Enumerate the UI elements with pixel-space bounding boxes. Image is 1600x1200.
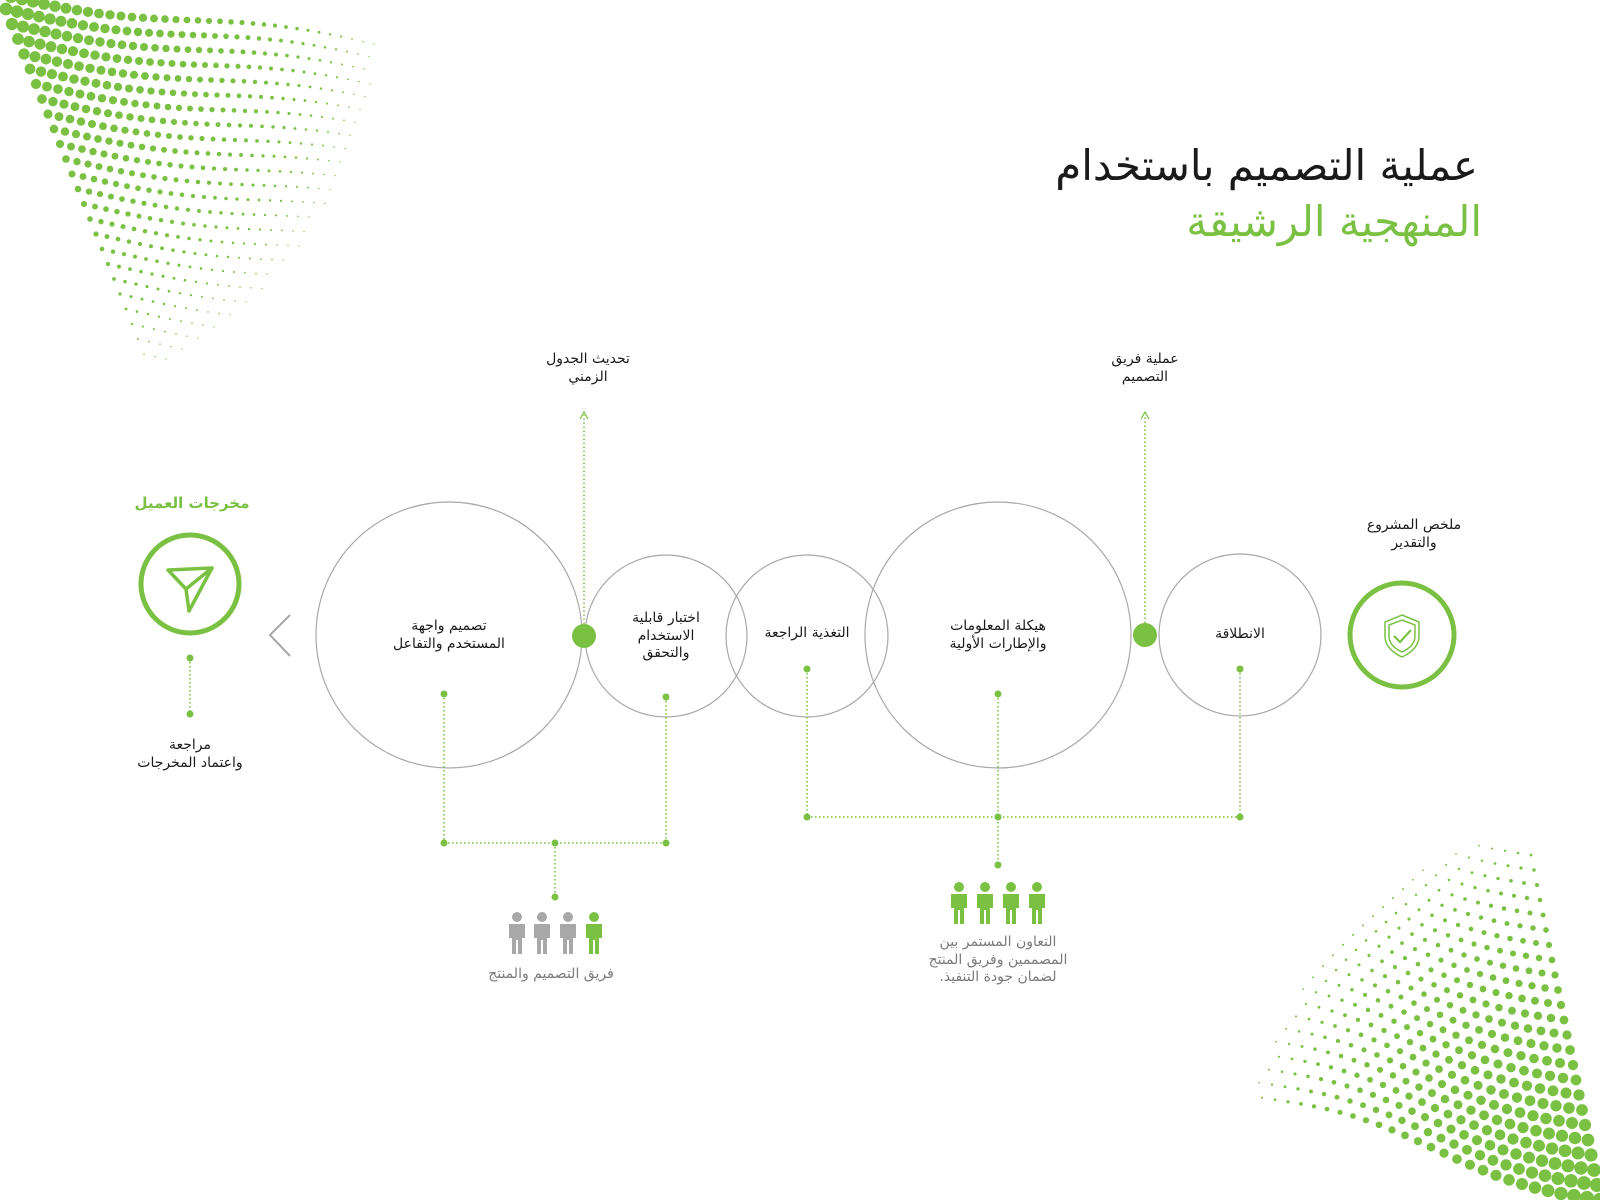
connector-lines <box>189 658 1241 897</box>
stage-label-usability: اختبار قابلية الاستخدام والتحقق <box>632 610 700 661</box>
stage-label-kickoff: الانطلاقة <box>1215 626 1265 642</box>
stage-label-feedback: التغذية الراجعة <box>764 625 850 641</box>
axis-node-right <box>1133 623 1157 647</box>
people-group-icon <box>951 882 1045 924</box>
connector-dots <box>186 654 1244 901</box>
stage-circle-kickoff <box>1158 553 1322 717</box>
team-label-design-product: فريق التصميم والمنتج <box>488 966 614 982</box>
end-label: مراجعة واعتماد المخرجات <box>137 737 243 771</box>
stage-label-ia: هيكلة المعلومات والإطارات الأولية <box>949 618 1047 652</box>
end-title: مخرجات العميل <box>134 494 250 512</box>
arrow-heads <box>579 410 1150 420</box>
start-label: ملخص المشروع والتقدير <box>1366 517 1462 551</box>
callout-arrows <box>583 415 1146 624</box>
end-circle <box>138 532 242 636</box>
page-title: عملية التصميم باستخدام <box>1055 141 1478 190</box>
chevron-left-icon <box>268 614 291 657</box>
axis-node-left <box>572 624 596 648</box>
callout-design-team-process: عملية فريق التصميم <box>1111 351 1179 385</box>
page-subtitle: المنهجية الرشيقة <box>1186 197 1482 246</box>
paper-plane-icon <box>166 566 214 613</box>
start-circle <box>1347 580 1457 690</box>
shield-check-icon <box>1384 614 1420 658</box>
stage-circle-ia <box>864 501 1132 769</box>
people-group-icon <box>509 912 602 954</box>
callout-schedule-update: تحديث الجدول الزمني <box>546 351 630 385</box>
stage-label-ui: تصميم واجهة المستخدم والتفاعل <box>393 618 505 652</box>
team-label-collaboration: التعاون المستمر بين المصممين وفريق المنت… <box>928 934 1068 985</box>
